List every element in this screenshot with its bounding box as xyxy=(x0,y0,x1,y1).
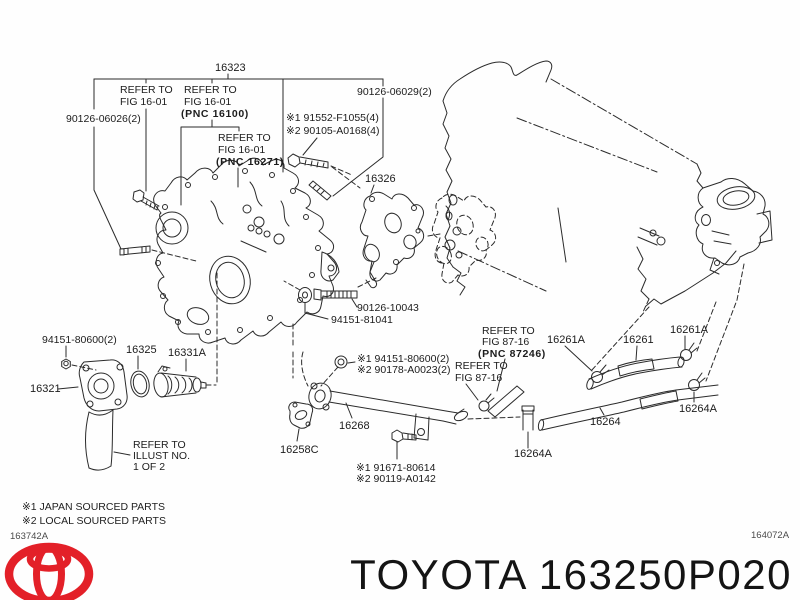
label-16264: 16264 xyxy=(590,416,621,428)
toyota-logo-outer-ellipse xyxy=(4,542,94,600)
throttle-body xyxy=(694,178,773,275)
label-16323: 16323 xyxy=(215,62,246,74)
gasket-ghost-installed xyxy=(431,193,497,284)
legend-japan-sourced: ※1 JAPAN SOURCED PARTS xyxy=(22,501,165,513)
hose-87246 xyxy=(465,358,525,418)
label-16325: 16325 xyxy=(126,344,157,356)
bolt-91552 xyxy=(287,153,361,189)
labels: 16323 90126-06026(2) REFER TO FIG 16-01 … xyxy=(30,62,718,485)
label-16258c: 16258C xyxy=(280,444,319,456)
note-fig8716-line2: FIG 87-16 xyxy=(455,372,502,384)
label-91671: ※1 91671-80614 xyxy=(356,462,436,474)
thermostat-housing-16321 xyxy=(57,359,131,471)
stud-upper xyxy=(308,180,332,201)
note-illust-line3: 1 OF 2 xyxy=(133,461,165,473)
engine-outline xyxy=(442,60,773,382)
water-inlet-assembly xyxy=(153,157,340,387)
label-90105: ※2 90105-A0168(4) xyxy=(286,125,379,137)
label-94151-80600: 94151-80600(2) xyxy=(42,334,117,346)
bolt-holes xyxy=(155,168,321,335)
nut-94151-80600 xyxy=(61,345,97,371)
hose-16261 xyxy=(564,335,698,390)
toyota-logo-vertical-ellipse xyxy=(33,544,65,600)
note-fig1601-line2: FIG 16-01 xyxy=(120,96,167,108)
note-illust-line2: ILLUST NO. xyxy=(133,450,190,462)
note-pnc16271-line3: (PNC 16271) xyxy=(216,156,284,168)
bypass-pipe-16268 xyxy=(308,382,469,441)
hose-16264 xyxy=(467,372,719,449)
label-16264a-mid: 16264A xyxy=(514,448,553,460)
gasket-position-leader xyxy=(427,233,441,237)
bolt-90126-10043-and-washer xyxy=(283,277,377,320)
note-illust-line1: REFER TO xyxy=(133,439,186,451)
legend-local-sourced: ※2 LOCAL SOURCED PARTS xyxy=(22,515,166,527)
label-90178: ※2 90178-A0023(2) xyxy=(357,364,450,376)
bolt-refer-fig1601 xyxy=(132,189,160,211)
note-fig8716-line1: REFER TO xyxy=(455,360,508,372)
gasket-ring-16325 xyxy=(130,355,150,398)
note-pnc16271-line1: REFER TO xyxy=(218,132,271,144)
label-90126-06029: 90126-06029(2) xyxy=(357,86,432,98)
note-pnc87246-line3: (PNC 87246) xyxy=(478,348,546,360)
note-pnc87246-line2: FIG 87-16 xyxy=(482,336,529,348)
label-16261a-left: 16261A xyxy=(547,334,586,346)
label-91552: ※1 91552-F1055(4) xyxy=(286,112,379,124)
label-90126-10043: 90126-10043 xyxy=(357,302,419,314)
label-16261a-right: 16261A xyxy=(670,324,709,336)
label-16321: 16321 xyxy=(30,383,61,395)
label-94151-80600-starred: ※1 94151-80600(2) xyxy=(357,353,449,365)
callout-brackets xyxy=(93,73,384,250)
doc-number-right: 164072A xyxy=(751,530,790,541)
note-pnc87246-line1: REFER TO xyxy=(482,325,535,337)
toyota-logo-cross-ellipse xyxy=(26,546,72,572)
caption-part-number: TOYOTA 163250P020 xyxy=(350,551,792,598)
label-94151-81041: 94151-81041 xyxy=(331,314,393,326)
label-16261: 16261 xyxy=(623,334,654,346)
note-pnc16100-line1: REFER TO xyxy=(184,84,237,96)
legend: ※1 JAPAN SOURCED PARTS ※2 LOCAL SOURCED … xyxy=(22,501,166,527)
label-90119: ※2 90119-A0142 xyxy=(356,473,436,485)
timing-cover-detail xyxy=(444,194,463,259)
note-pnc16271-line2: FIG 16-01 xyxy=(218,144,265,156)
doc-number-left: 163742A xyxy=(10,531,49,542)
thermostat-16331a xyxy=(153,358,217,398)
grommet-94151-80600-starred xyxy=(320,355,356,387)
stud-90126-06026 xyxy=(119,245,197,262)
label-16264a-right: 16264A xyxy=(679,403,718,415)
bolt-91671 xyxy=(391,429,417,460)
label-90126-06026: 90126-06026(2) xyxy=(66,113,141,125)
gasket-16326 xyxy=(359,184,425,289)
gasket-16258c xyxy=(288,401,314,442)
toyota-logo xyxy=(4,542,94,600)
label-16268: 16268 xyxy=(339,420,370,432)
note-pnc16100-line3: (PNC 16100) xyxy=(181,108,249,120)
note-pnc16100-line2: FIG 16-01 xyxy=(184,96,231,108)
label-16326: 16326 xyxy=(365,173,396,185)
note-fig1601-line1: REFER TO xyxy=(120,84,173,96)
label-16331a: 16331A xyxy=(168,347,207,359)
